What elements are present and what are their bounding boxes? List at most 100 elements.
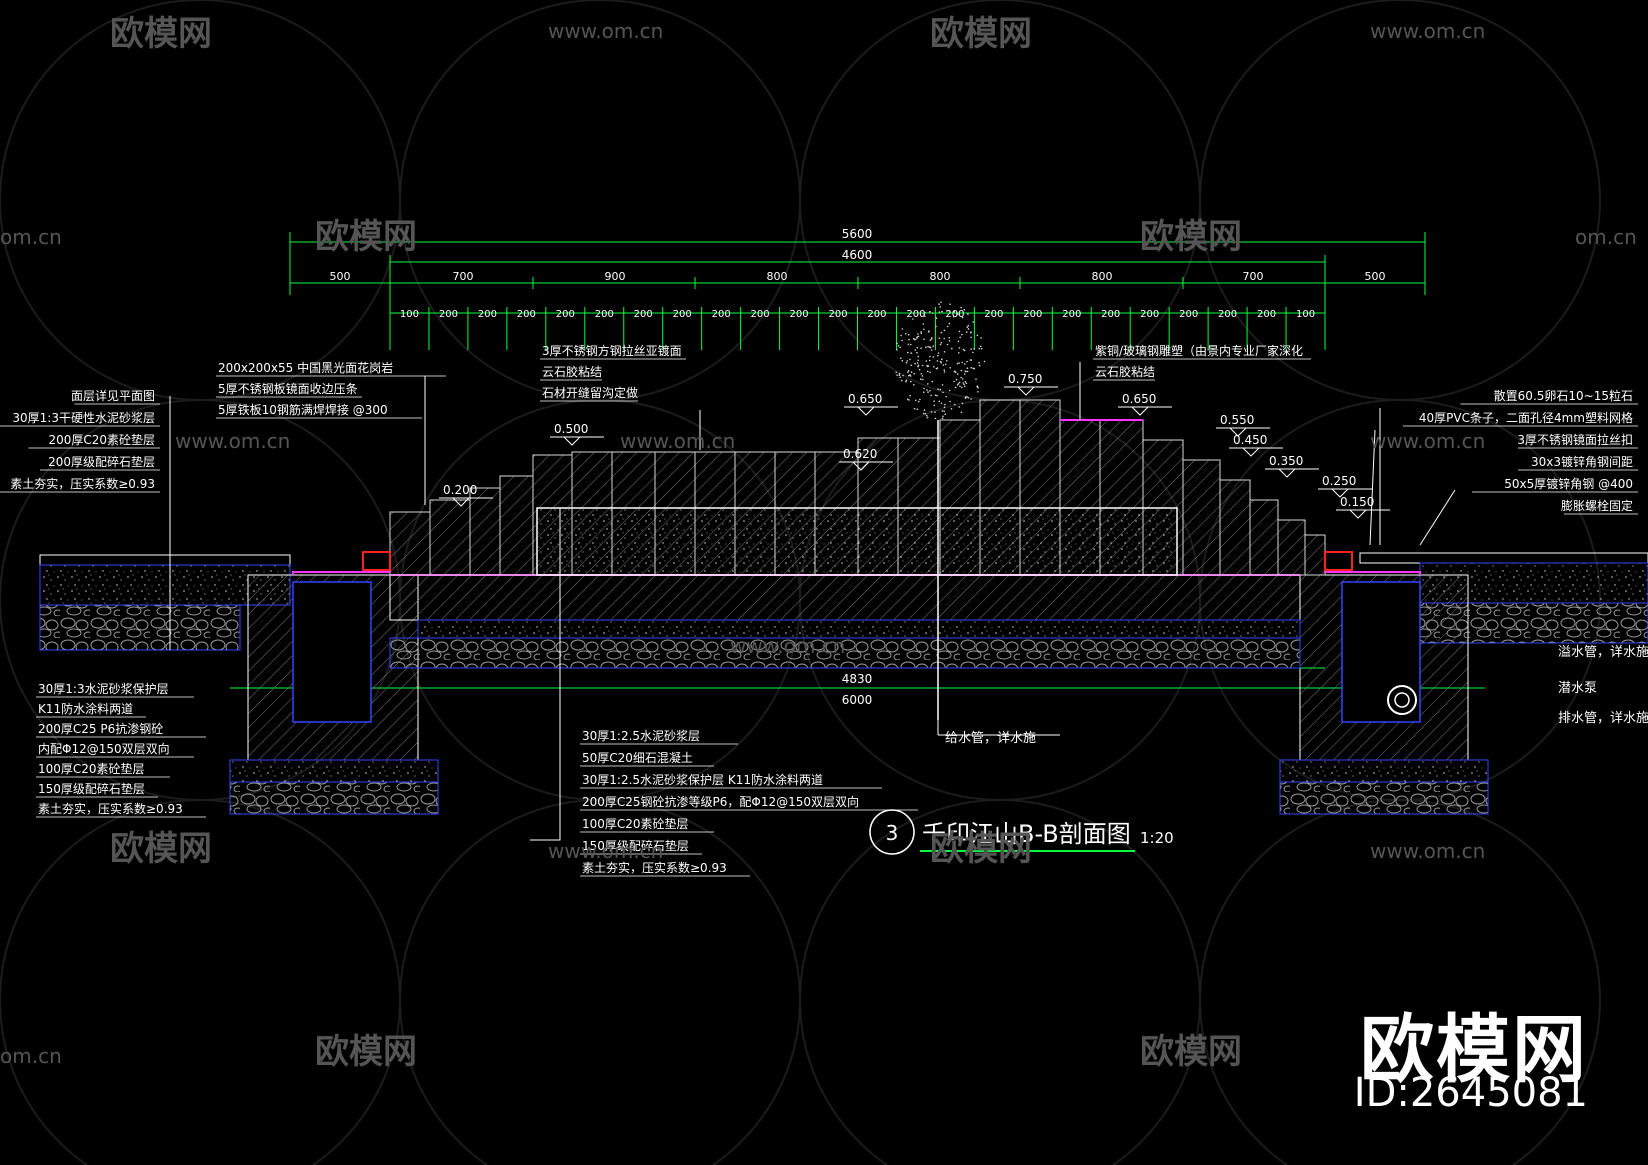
drawing-scale: 1:20 (1140, 829, 1174, 847)
dim-bottom-inner: 4830 (842, 672, 873, 686)
right-basin (1279, 574, 1489, 815)
elevation-6: 0.550 (1220, 413, 1254, 427)
watermark-site-short-2: om.cn (1575, 225, 1637, 249)
right-note-1: 40厚PVC条子，二面孔径4mm塑料网格 (1419, 410, 1633, 425)
left-basin-note-5: 150厚级配碎石垫层 (38, 781, 145, 796)
dim-overall-second: 4600 (842, 248, 873, 262)
watermark-site-7: www.om.cn (730, 634, 845, 658)
left-note-3: 200厚级配碎石垫层 (48, 454, 155, 469)
watermark-brand-4: 欧模网 (110, 829, 212, 869)
fine-dim-16: 200 (1023, 309, 1042, 320)
watermark-site-5: www.om.cn (175, 429, 290, 453)
fine-dim-20: 200 (1179, 309, 1198, 320)
watermark-site-0: www.om.cn (548, 19, 663, 43)
supply-pipe-note: 给水管，详水施 (945, 731, 1036, 746)
watermark-site-short-1: om.cn (0, 1044, 62, 1068)
fine-dim-21: 200 (1218, 309, 1237, 320)
leader-lines (169, 362, 1456, 841)
fine-dim-23: 100 (1296, 309, 1315, 320)
stone-step-20 (1182, 459, 1221, 576)
center-bottom-note-2: 30厚1:2.5水泥砂浆保护层 K11防水涂料两道 (582, 772, 823, 787)
fine-dim-2: 200 (478, 309, 497, 320)
watermark-brand-6: 欧模网 (315, 1032, 417, 1072)
pump-icon (1387, 685, 1417, 715)
fine-dim-14: 200 (945, 309, 964, 320)
watermark-id: ID:2645081 (1353, 1070, 1588, 1116)
left-top-note-0: 200x200x55 中国黑光面花岗岩 (218, 360, 393, 375)
elevation-5: 0.650 (1122, 392, 1156, 406)
center-bottom-note-4: 100厚C20素砼垫层 (582, 816, 689, 831)
elevation-0: 0.650 (848, 392, 882, 406)
dimension-ticks (289, 277, 1426, 350)
center-bottom-note-1: 50厚C20细石混凝土 (582, 750, 693, 765)
fine-dim-22: 200 (1257, 309, 1276, 320)
left-basin-note-4: 100厚C20素砼垫层 (38, 761, 145, 776)
fine-dim-11: 200 (828, 309, 847, 320)
right-supply-note: 溢水管，详水施 (1558, 645, 1648, 660)
stone-step-1 (429, 499, 471, 576)
central-foundation (389, 574, 1301, 669)
watermark-site-3: www.om.cn (1370, 839, 1485, 863)
fine-dim-0: 100 (400, 309, 419, 320)
left-top-note-2: 5厚铁板10钢筋满焊焊接 @300 (218, 402, 388, 417)
elevation-1: 0.620 (843, 447, 877, 461)
watermark-site-6: www.om.cn (1370, 429, 1485, 453)
stone-step-2 (469, 487, 501, 576)
center-top-note-2: 石材开缝留沟定做 (542, 385, 638, 400)
segment-dim-6: 700 (1243, 270, 1264, 283)
right-note-3: 30x3镀锌角钢间距 (1531, 455, 1633, 469)
fine-dim-10: 200 (790, 309, 809, 320)
fine-dim-19: 200 (1140, 309, 1159, 320)
center-top-note-0: 3厚不锈钢方钢拉丝亚镀面 (542, 343, 682, 358)
right-note-2: 3厚不锈钢镜面拉丝扣 (1517, 432, 1633, 447)
watermark-brand-large: 欧模网 (1360, 1007, 1588, 1093)
fine-dim-13: 200 (906, 309, 925, 320)
center-bottom-note-6: 素土夯实，压实系数≥0.93 (582, 860, 727, 875)
segment-dim-4: 800 (930, 270, 951, 283)
left-top-note-1: 5厚不锈钢板镜面收边压条 (218, 381, 358, 396)
elevation-markers: 0.6500.6200.5000.2000.7500.6500.5500.450… (439, 372, 1390, 519)
left-note-4: 素土夯实，压实系数≥0.93 (10, 476, 155, 491)
watermark-brand-0: 欧模网 (110, 14, 212, 54)
fine-dim-6: 200 (634, 309, 653, 320)
center-bottom-note-0: 30厚1:2.5水泥砂浆层 (582, 728, 700, 743)
elevation-4: 0.750 (1008, 372, 1042, 386)
drain-note: 排水管，详水施 (1558, 711, 1648, 726)
watermark-brand-2: 欧模网 (315, 217, 417, 257)
stone-step-3 (499, 475, 534, 576)
edge-channels (362, 551, 1353, 571)
left-note-2: 200厚C20素砼垫层 (48, 432, 155, 447)
magenta-trims (292, 419, 1421, 575)
watermark-site-1: www.om.cn (1370, 19, 1485, 43)
segment-dim-3: 800 (767, 270, 788, 283)
fine-dim-9: 200 (751, 309, 770, 320)
right-note-4: 50x5厚镀锌角钢 @400 (1504, 477, 1633, 491)
center-top-note-1: 云石胶粘结 (542, 364, 602, 379)
elevation-3: 0.200 (443, 483, 477, 497)
right-note-0: 散置60.5卵石10~15粒石 (1494, 388, 1633, 403)
stone-step-23 (1277, 519, 1306, 576)
watermark-brand-3: 欧模网 (1140, 217, 1242, 257)
segment-dim-0: 500 (330, 270, 351, 283)
fine-dim-15: 200 (984, 309, 1003, 320)
watermark-brand-7: 欧模网 (1140, 1032, 1242, 1072)
watermark-brand-5: 欧模网 (930, 829, 1032, 869)
right-note-5: 膨胀螺栓固定 (1561, 498, 1633, 513)
stone-step-22 (1249, 499, 1279, 576)
left-basin-note-2: 200厚C25 P6抗渗钢砼 (38, 721, 163, 736)
watermark-brand-1: 欧模网 (930, 14, 1032, 54)
left-paving (39, 554, 291, 651)
left-note-0: 面层详见平面图 (71, 388, 155, 403)
drawing-title: 千印江山B-B剖面图 (922, 820, 1131, 848)
drawing-number: 3 (886, 821, 899, 845)
segment-dim-1: 700 (453, 270, 474, 283)
stone-step-24 (1304, 534, 1326, 576)
center-bottom-note-3: 200厚C25钢砼抗渗等级P6，配Φ12@150双层双向 (582, 794, 859, 809)
fine-dim-1: 200 (439, 309, 458, 320)
left-basin-note-0: 30厚1:3水泥砂浆保护层 (38, 681, 169, 696)
left-basin-note-6: 素土夯实，压实系数≥0.93 (38, 801, 183, 816)
center-bottom-note-5: 150厚级配碎石垫层 (582, 838, 689, 853)
drawing-number-circle (869, 809, 915, 855)
